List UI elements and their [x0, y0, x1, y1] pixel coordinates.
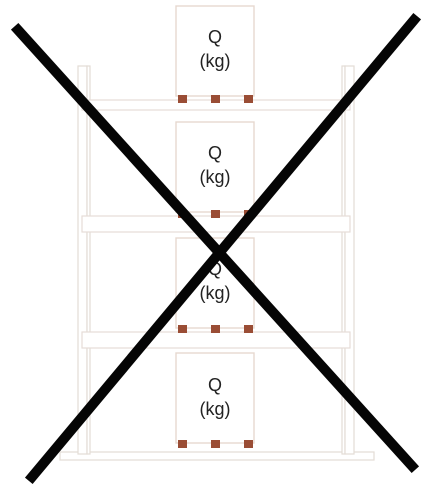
pallet-block	[211, 440, 220, 448]
right-upright-outer	[344, 65, 355, 455]
pallet-block	[211, 325, 220, 333]
pallet-block	[244, 440, 253, 448]
load-box-2: Q (kg)	[175, 121, 255, 218]
load-symbol-label: Q	[208, 27, 222, 47]
pallet-block	[178, 440, 187, 448]
load-unit-label: (kg)	[200, 283, 231, 303]
cross-stroke-right	[24, 12, 422, 485]
load-box-1: Q (kg)	[175, 5, 255, 103]
left-upright-inner	[86, 65, 91, 455]
load-unit-label: (kg)	[200, 399, 231, 419]
rack-beam-level-2	[81, 215, 351, 233]
load-box-4: Q (kg)	[175, 352, 255, 448]
pallet-block	[244, 95, 253, 103]
rack-base-plate	[59, 451, 375, 461]
load-box	[175, 352, 255, 444]
pallet-block	[178, 95, 187, 103]
pallet-block	[211, 95, 220, 103]
pallet-block	[211, 210, 220, 218]
pallet-block	[178, 325, 187, 333]
load-unit-label: (kg)	[200, 167, 231, 187]
load-symbol-label: Q	[208, 375, 222, 395]
prohibited-cross-icon	[10, 12, 422, 485]
load-symbol-label: Q	[208, 143, 222, 163]
left-upright-outer	[77, 65, 88, 455]
pallet-block	[244, 325, 253, 333]
cross-stroke-left	[10, 22, 420, 474]
load-unit-label: (kg)	[200, 51, 231, 71]
